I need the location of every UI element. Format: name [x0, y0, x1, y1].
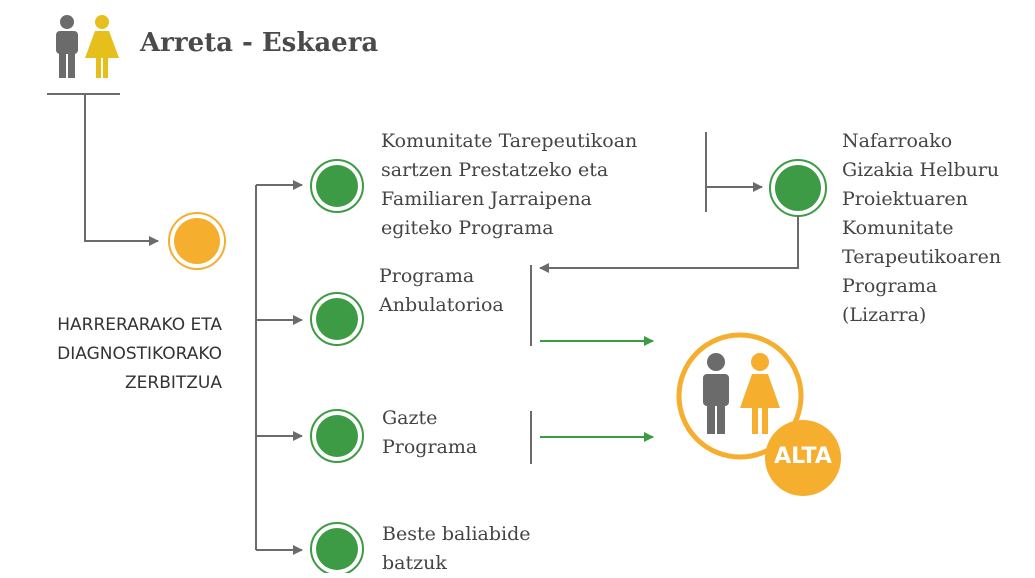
program-node-2 [310, 292, 364, 346]
woman-icon [740, 353, 780, 434]
program-node-4 [310, 522, 364, 573]
program-label-3: Gazte Programa [382, 407, 478, 458]
woman-icon [85, 15, 119, 78]
program-label-1: Komunitate Tarepeutikoan sartzen Prestat… [381, 130, 638, 239]
program-label-2: Programa Anbulatorioa [379, 265, 504, 316]
man-icon [56, 15, 78, 78]
page-title: Arreta - Eskaera [140, 28, 379, 58]
program-node-1 [310, 159, 364, 213]
nafarroa-label: Nafarroako Gizakia Helburu Proiektuaren … [842, 130, 1002, 326]
alta-label: ALTA [774, 444, 832, 469]
program-node-3 [310, 409, 364, 463]
reception-node [168, 212, 226, 270]
alta-people-circle [676, 332, 804, 460]
man-icon [703, 353, 729, 434]
program-label-4: Beste baliabide batzuk [382, 523, 531, 574]
header-people-icon [56, 15, 119, 78]
nafarroa-node [769, 159, 827, 217]
alta-badge [765, 420, 841, 496]
reception-label: HARRERARAKO ETA DIAGNOSTIKORAKO ZERBITZU… [57, 315, 222, 393]
connector-nafarroa-return [539, 216, 799, 273]
connector-header-to-reception [84, 95, 159, 246]
